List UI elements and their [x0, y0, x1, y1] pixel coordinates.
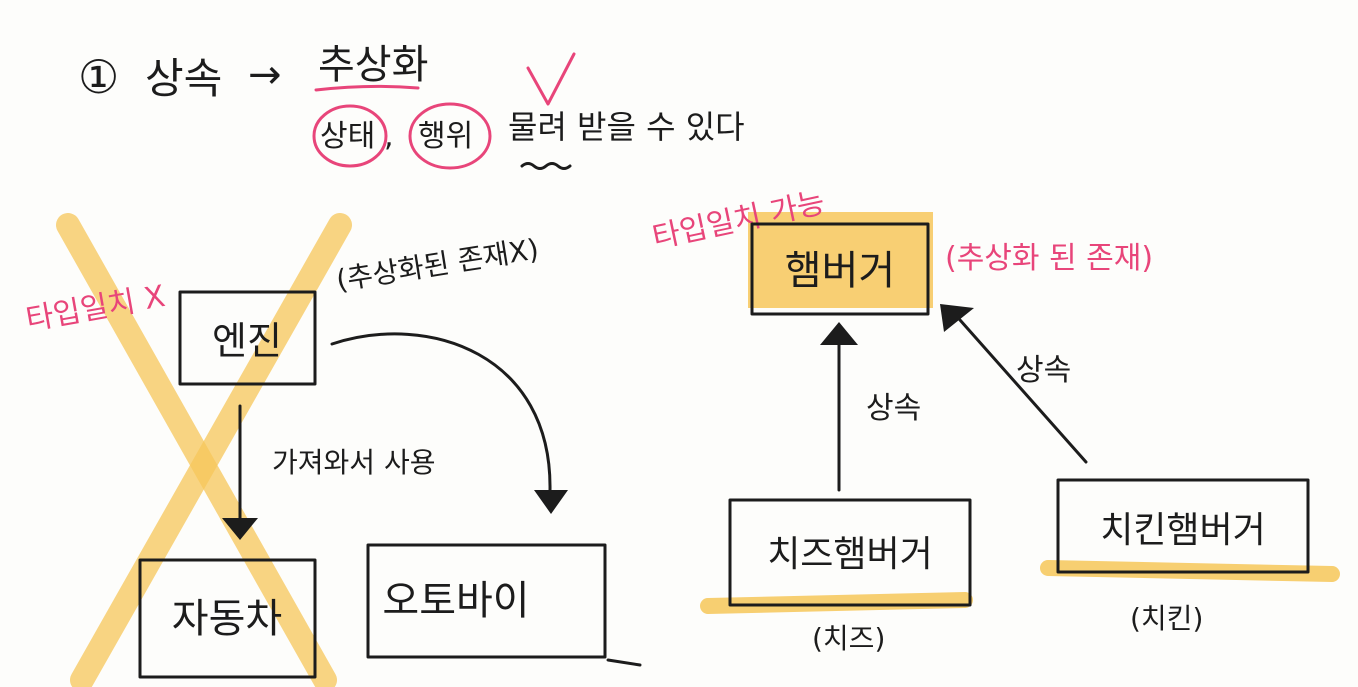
car-box: [138, 558, 317, 679]
subtitle-state: 상태: [320, 119, 375, 154]
use-label: 가져와서 사용: [272, 446, 435, 479]
hamburger-note: (추상화 된 존재): [945, 241, 1153, 276]
hamburger-box: [750, 222, 930, 316]
cheese-note: (치즈): [812, 622, 885, 655]
chicken-burger-label: 치킨햄버거: [1100, 510, 1266, 551]
cheese-inherit-arrowhead: [820, 322, 858, 345]
subtitle-rest: 물려 받을 수 있다: [508, 108, 745, 146]
header-inheritance: 상속: [145, 54, 222, 103]
engine-to-bike-line: [330, 332, 552, 492]
cheese-burger-box: [728, 498, 972, 607]
chicken-inherit-line: [958, 318, 1088, 464]
state-circle: [312, 104, 388, 168]
checkmark-icon: [526, 52, 576, 106]
motorbike-label: 오토바이: [382, 578, 529, 624]
cross-out-stroke-1: [56, 213, 337, 687]
subtitle-separator: ,: [384, 119, 394, 154]
engine-label: 엔진: [212, 319, 282, 363]
step-number: ①: [78, 50, 119, 104]
motorbike-box: [366, 543, 607, 659]
hamburger-label: 햄버거: [785, 248, 895, 294]
cheese-burger-label: 치즈햄버거: [767, 534, 933, 575]
engine-note: (추상화된 존재X): [334, 232, 541, 297]
chicken-note: (치킨): [1130, 602, 1203, 635]
hamburger-highlight: [748, 212, 933, 308]
behavior-circle: [408, 102, 492, 170]
chicken-burger-box: [1056, 478, 1310, 574]
abstraction-underline: [314, 84, 420, 92]
header-abstraction: 추상화: [318, 42, 428, 88]
inherit-label-2: 상속: [1016, 353, 1071, 388]
car-label: 자동차: [172, 596, 282, 642]
squiggle-underline: [520, 162, 572, 170]
header: ① 상속 → 추상화: [78, 42, 576, 106]
engine-to-car-arrowhead: [222, 518, 258, 540]
subtitle-behavior: 행위: [418, 119, 473, 154]
chicken-inherit-arrowhead: [940, 304, 974, 332]
engine-box: [178, 290, 317, 386]
header-arrow: →: [248, 52, 282, 98]
motorbike-box-tail: [606, 658, 642, 667]
inherit-label-1: 상속: [866, 391, 921, 426]
cross-out-stroke-2: [70, 213, 352, 687]
engine-to-bike-arrowhead: [534, 490, 568, 514]
subtitle: 상태 , 행위 물려 받을 수 있다: [312, 102, 745, 170]
